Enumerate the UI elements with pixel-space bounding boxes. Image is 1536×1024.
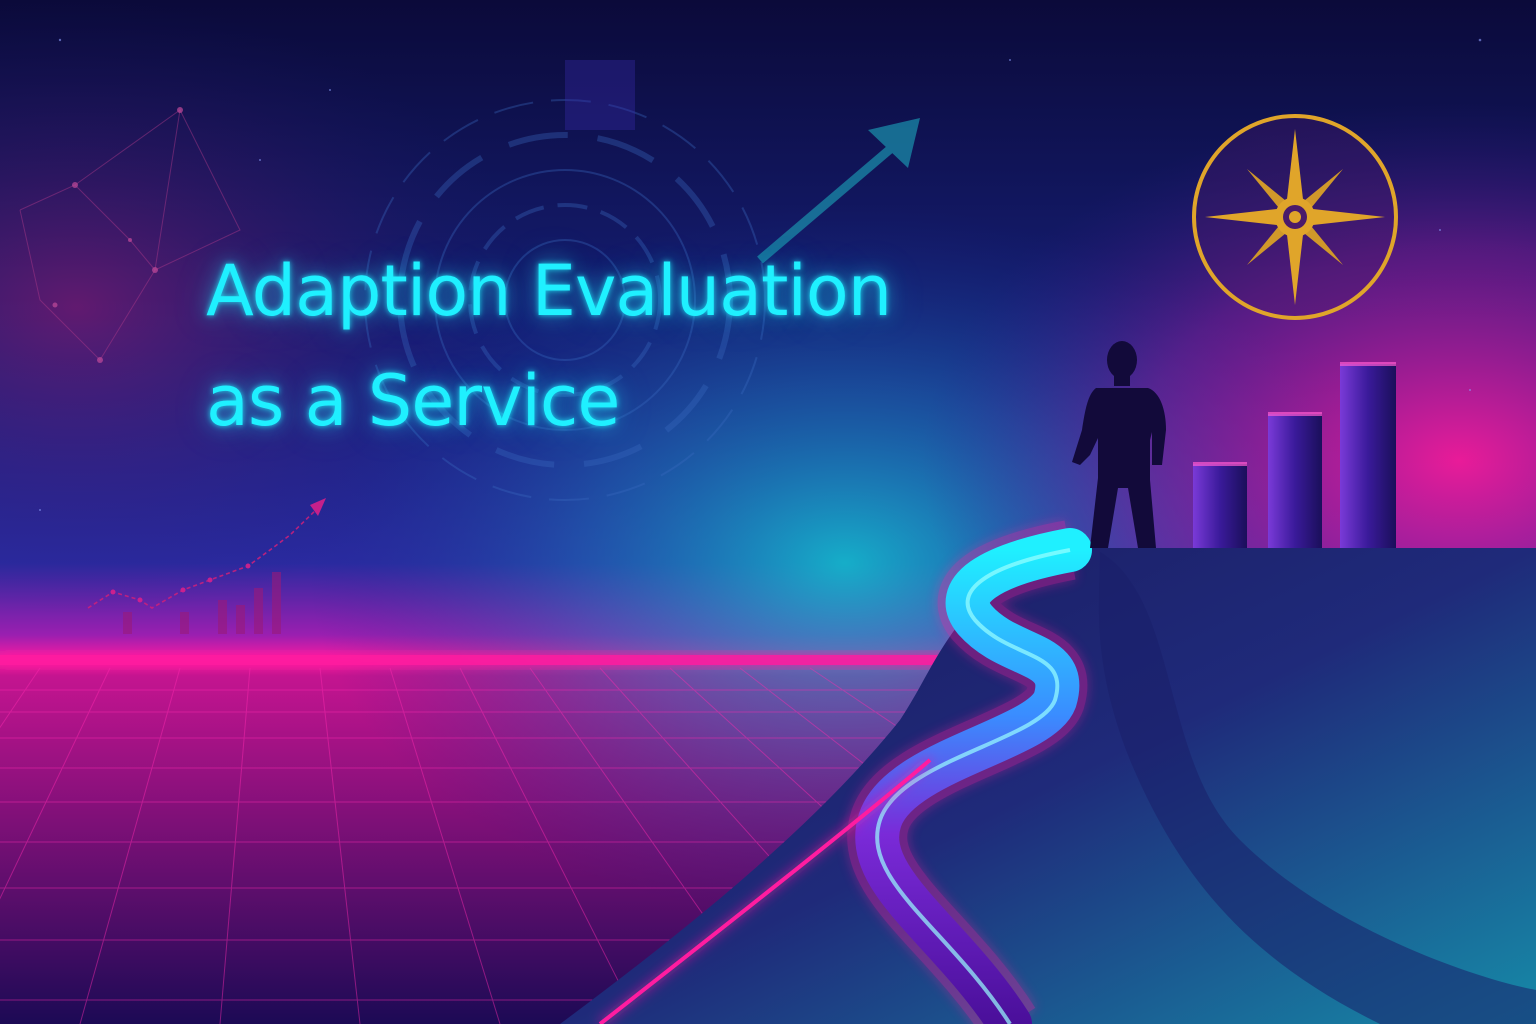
title-line-1: Adaption Evaluation [206, 250, 892, 332]
growth-arrow-icon [757, 118, 920, 264]
stars [39, 38, 1482, 511]
grid-floor [0, 667, 1341, 1024]
compass-icon [1192, 114, 1398, 320]
horizon-line [0, 655, 1536, 665]
person-silhouette [1072, 341, 1166, 548]
target-rings-icon [364, 99, 766, 501]
line-chart-icon [87, 498, 326, 634]
title-line-2: as a Service [206, 360, 620, 442]
page-title: Adaption Evaluation as a Service [206, 236, 892, 456]
bar-chart-icon [1193, 362, 1396, 548]
